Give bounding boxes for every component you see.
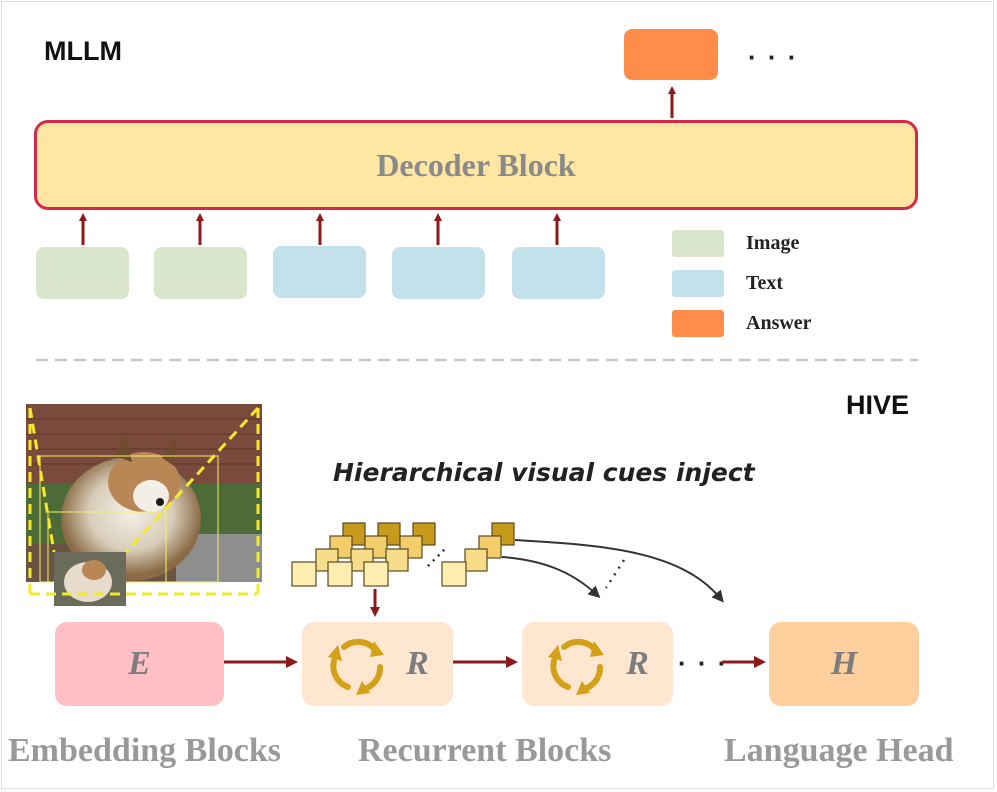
legend-image-swatch (672, 230, 724, 257)
recurrent-letter: R (626, 645, 649, 682)
legend-answer-swatch (672, 310, 724, 337)
dog-image (26, 404, 262, 606)
recurrent-blocks-label: Recurrent Blocks (358, 732, 612, 769)
mllm-title: MLLM (44, 36, 122, 66)
embedding-blocks-label: Embedding Blocks (8, 732, 282, 769)
cycle-icon (328, 638, 385, 695)
text-token (392, 247, 485, 299)
language-head-label: Language Head (724, 732, 954, 769)
text-token (512, 247, 605, 299)
recurrent-block-2: R (522, 622, 673, 706)
decoder-block: Decoder Block (34, 120, 918, 210)
blocks-ellipsis: · · · (678, 648, 729, 678)
image-token (154, 247, 247, 299)
text-token (273, 246, 366, 298)
answer-token (624, 29, 718, 80)
recurrent-letter: R (406, 645, 429, 682)
recurrent-block-1: R (302, 622, 453, 706)
cues-caption: Hierarchical visual cues inject (333, 458, 755, 487)
language-head-block: H (769, 622, 919, 706)
embedding-block: E (55, 622, 224, 706)
section-divider (36, 358, 918, 362)
image-token (36, 247, 129, 299)
legend-answer-label: Answer (746, 312, 812, 334)
hive-title: HIVE (846, 390, 910, 420)
output-ellipsis: · · · (748, 42, 799, 72)
legend-text-swatch (672, 270, 724, 297)
legend-text-label: Text (746, 272, 784, 294)
cycle-icon (548, 638, 605, 695)
legend-image-label: Image (746, 232, 800, 254)
